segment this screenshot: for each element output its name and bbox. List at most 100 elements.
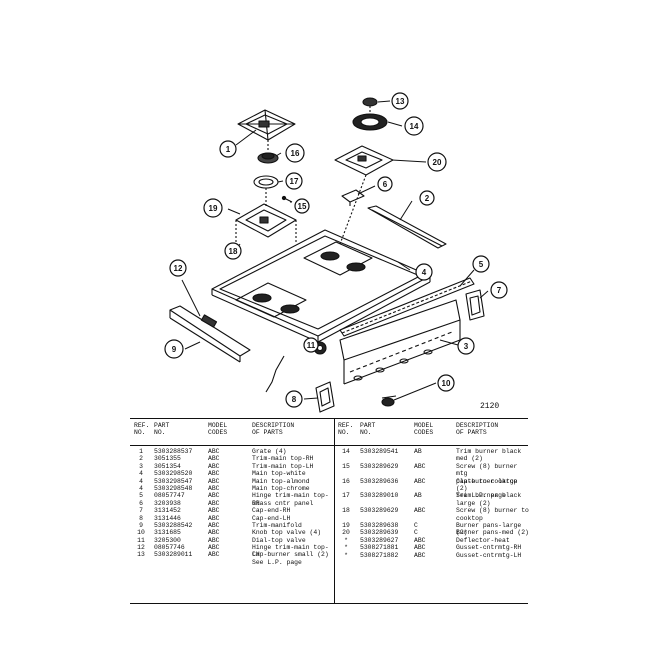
callout-6: 6 [377,176,393,192]
ref-no-cell: 14 [342,448,350,455]
burner-pan-medium-part [334,145,394,176]
knob-part [381,395,397,407]
part-no-cell: 5303289638 [360,521,399,529]
ref-no-cell: 7 [139,507,143,515]
ref-no-cell: 19 [342,521,350,529]
model-codes-cell: ABC [208,499,220,507]
table-header-rule [130,445,528,446]
description-cell: Hinge trim-main top-LH [252,544,329,559]
description-cell: Gusset-cntrmtg-LH [456,551,522,559]
svg-text:7: 7 [497,286,502,295]
parts-table: REF. NO. PART NO. MODEL CODES DESCRIPTIO… [130,418,529,604]
part-no-cell: 5303289639 [360,529,399,537]
part-no-cell: 3131685 [154,529,181,537]
model-codes-cell: ABC [414,477,426,485]
callout-11: 11 [303,337,319,353]
svg-text:17: 17 [290,177,299,186]
svg-text:19: 19 [209,204,218,213]
part-no-cell: 5303298520 [154,470,193,478]
svg-text:9: 9 [172,345,177,354]
model-codes-cell: ABC [208,470,220,478]
part-no-cell: 08057746 [154,544,185,552]
model-codes-cell: ABC [208,544,220,552]
trim-main-top-rh-part [367,205,447,249]
callout-13: 13 [391,92,409,110]
ref-no-cell: 1 [139,448,143,455]
main-top-part [211,229,431,343]
part-no-cell: 3051354 [154,462,181,470]
description-cell: Gusset-cntrmtg-RH [456,544,522,552]
callout-20: 20 [427,152,447,172]
description-cell: Glass cntr panel [252,499,314,507]
ref-no-cell: 15 [342,462,350,470]
description-cell: Main top-almond [252,477,310,485]
model-codes-cell: ABC [414,536,426,544]
header-ref-no: REF. NO. [134,422,150,437]
model-codes-cell: ABC [208,455,220,463]
ref-no-cell: 11 [137,536,145,544]
part-no-cell: 5303289011 [154,551,193,559]
model-codes-cell: AB [414,448,422,455]
description-cell: Screw (8) burner to cooktop [456,507,529,522]
model-codes-cell: ABC [414,551,426,559]
svg-text:11: 11 [307,341,316,350]
ref-no-cell: 4 [139,484,143,492]
part-no-cell: 5303289541 [360,448,399,455]
ref-no-cell: 17 [342,492,350,500]
description-cell: Knob top valve (4) [252,529,322,537]
trim-manifold-part [169,305,251,363]
part-no-cell: 5308271882 [360,551,399,559]
description-cell: Burner pans-med (2) [456,529,529,537]
svg-text:6: 6 [383,180,388,189]
svg-text:20: 20 [433,158,442,167]
ref-no-cell: 9 [139,521,143,529]
header-part-no: PART NO. [154,422,170,437]
ref-no-cell: 4 [139,477,143,485]
trim-main-top-lh-part [339,299,461,385]
callout-10: 10 [437,374,455,392]
part-no-cell: 5303289629 [360,462,399,470]
model-codes-cell: ABC [208,551,220,559]
part-no-cell: 3205300 [154,536,181,544]
callout-1: 1 [219,140,237,158]
description-cell: Cap-burner small (2) See L.P. page [252,551,329,566]
description-cell: Trim-main top-LH [252,462,314,470]
description-cell: Trim-manifold [252,521,302,529]
table-bottom-rule [130,603,528,604]
ref-no-cell: 16 [342,477,350,485]
model-codes-cell: ABC [208,529,220,537]
model-codes-cell: ABC [208,521,220,529]
ref-no-cell: 13 [137,551,145,559]
grate-part [237,109,296,141]
ref-no-cell: 12 [137,544,145,552]
svg-text:8: 8 [292,395,297,404]
callout-17: 17 [285,172,303,190]
svg-text:12: 12 [174,264,183,273]
model-codes-cell: C [414,521,418,529]
model-codes-cell: ABC [208,462,220,470]
part-no-cell: 5303298548 [154,484,193,492]
callout-16: 16 [285,143,305,163]
callout-7: 7 [490,281,508,299]
svg-text:14: 14 [410,122,419,131]
part-no-cell: 5303289010 [360,492,399,500]
description-cell: Main top-white [252,470,306,478]
ref-no-cell: 5 [139,492,143,500]
burner-cap-large-part [257,152,279,164]
model-codes-cell: ABC [414,462,426,470]
hinge-trim-lh-part [265,355,285,393]
svg-text:1: 1 [226,145,231,154]
svg-text:13: 13 [396,97,405,106]
header-part-no: PART NO. [360,422,376,437]
callout-15: 15 [294,198,310,214]
